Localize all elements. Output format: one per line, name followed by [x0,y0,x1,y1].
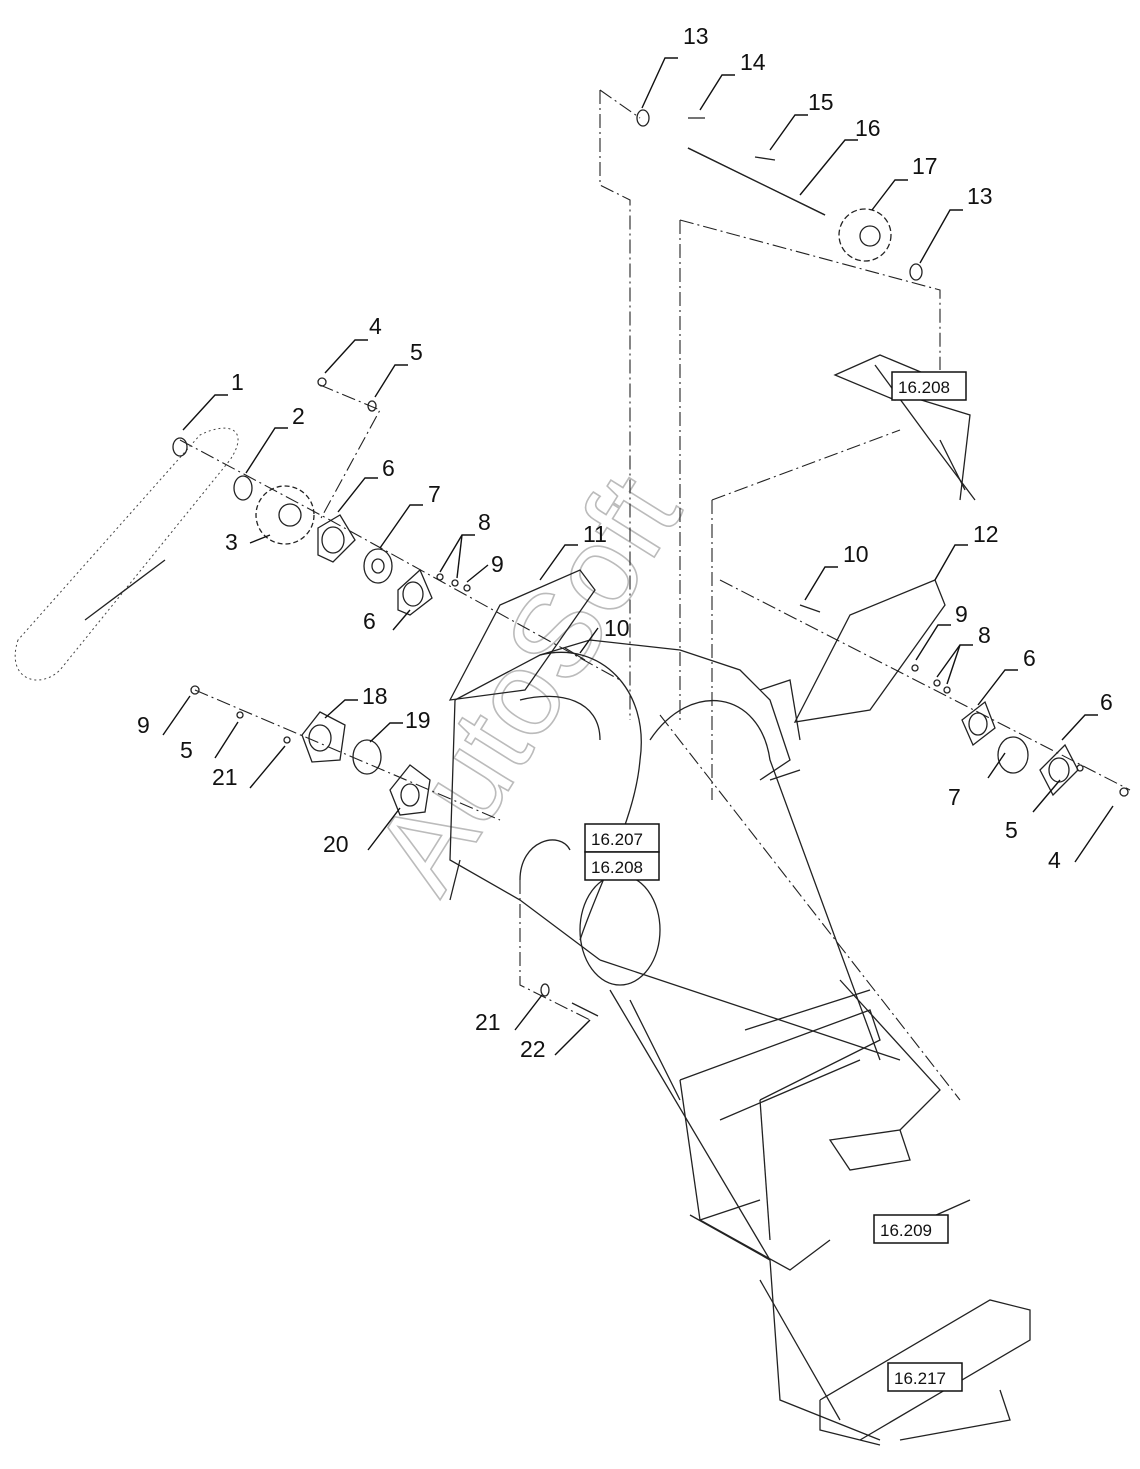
ref-16-217: 16.217 [894,1369,946,1388]
callout-6-a: 6 [382,455,395,481]
callout-4: 4 [369,313,382,339]
callout-7: 7 [428,481,441,507]
callout-7-b: 7 [948,784,961,810]
callout-8: 8 [478,509,491,535]
callout-10-b: 10 [843,541,869,567]
callout-17: 17 [912,153,938,179]
callout-6-c: 6 [1023,645,1036,671]
callout-6-d: 6 [1100,689,1113,715]
part-shapes [172,109,1129,1017]
callout-12: 12 [973,521,999,547]
callout-8-b: 8 [978,622,991,648]
callout-22: 22 [520,1036,546,1062]
callout-10-a: 10 [604,615,630,641]
callout-3: 3 [225,529,238,555]
callout-4-b: 4 [1048,847,1061,873]
callout-20: 20 [323,831,349,857]
callout-numbers: 1 2 3 4 5 6 7 6 8 9 11 10 10 12 9 8 6 6 … [137,23,1113,1062]
callout-5-top: 5 [410,339,423,365]
callout-9-b: 9 [955,601,968,627]
callout-2: 2 [292,403,305,429]
ref-16-207: 16.207 [591,830,643,849]
callout-5-c: 5 [180,737,193,763]
leader-lines [162,57,1114,1056]
ref-16-208-mid: 16.208 [591,858,643,877]
ref-16-208-top: 16.208 [898,378,950,397]
callout-5-b: 5 [1005,817,1018,843]
drive-chain [14,427,239,681]
callout-21-a: 21 [212,764,238,790]
reference-boxes: 16.208 16.207 16.208 16.209 16.217 [584,371,967,1392]
callout-13-b: 13 [967,183,993,209]
callout-15: 15 [808,89,834,115]
callout-13-a: 13 [683,23,709,49]
callout-9-a: 9 [491,551,504,577]
callout-11: 11 [583,521,607,547]
callout-16: 16 [855,115,881,141]
callout-19: 19 [405,707,431,733]
assembly-lines [179,89,1131,1101]
callout-9-c: 9 [137,712,150,738]
callout-1: 1 [231,369,244,395]
callout-21-b: 21 [475,1009,501,1035]
ref-16-209: 16.209 [880,1221,932,1240]
callout-6-b: 6 [363,608,376,634]
callout-14: 14 [740,49,766,75]
callout-18: 18 [362,683,388,709]
